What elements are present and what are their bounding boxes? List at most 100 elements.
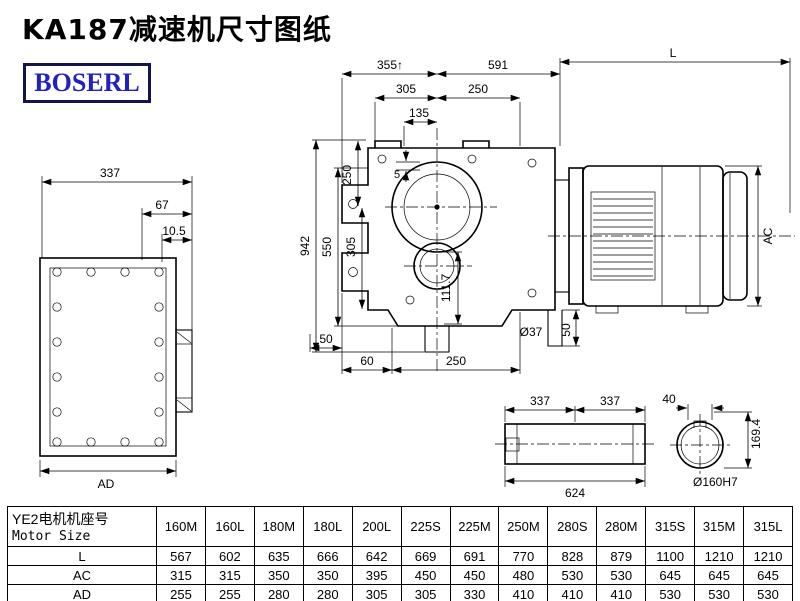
cell: 770 bbox=[498, 546, 549, 566]
cell: 645 bbox=[743, 565, 793, 585]
row-label-ad: AD bbox=[7, 584, 157, 601]
gearbox-dimensions: 355↑ 591 305 250 135 942 550 250 305 bbox=[298, 58, 580, 374]
cell: 1100 bbox=[645, 546, 696, 566]
dim-355: 355↑ bbox=[377, 58, 403, 72]
col-header-315s: 315S bbox=[645, 506, 696, 547]
col-header-180l: 180L bbox=[302, 506, 353, 547]
flange-view bbox=[39, 257, 193, 457]
cell: 530 bbox=[743, 584, 793, 601]
page-title: KA187减速机尺寸图纸 bbox=[22, 13, 332, 46]
dim-169-4: 169.4 bbox=[749, 419, 763, 449]
cell: 642 bbox=[351, 546, 402, 566]
col-header-225m: 225M bbox=[449, 506, 500, 547]
dim-phi160h7: Ø160H7 bbox=[693, 475, 738, 489]
cell: 410 bbox=[547, 584, 598, 601]
table-row-ad: AD 255 255 280 280 305 305 330 410 410 4… bbox=[7, 584, 793, 601]
cell: 350 bbox=[302, 565, 353, 585]
cell: 828 bbox=[547, 546, 598, 566]
cell: 666 bbox=[302, 546, 353, 566]
cell: 280 bbox=[302, 584, 353, 601]
dim-135: 135 bbox=[409, 106, 429, 120]
cell: 530 bbox=[694, 584, 745, 601]
motor-size-table: YE2电机机座号 Motor Size 160M 160L 180M 180L … bbox=[7, 506, 793, 601]
cell: 669 bbox=[400, 546, 451, 566]
col-header-160m: 160M bbox=[156, 506, 206, 547]
cell: 255 bbox=[156, 584, 206, 601]
cell: 305 bbox=[351, 584, 402, 601]
cell: 410 bbox=[596, 584, 647, 601]
dim-305-left: 305 bbox=[344, 237, 358, 257]
dim-10-5: 10.5 bbox=[162, 224, 186, 238]
dim-5: 5 bbox=[394, 169, 400, 181]
cell: 480 bbox=[498, 565, 549, 585]
cell: 645 bbox=[645, 565, 696, 585]
boserl-logo: BOSERL bbox=[23, 63, 151, 103]
table-header-row: YE2电机机座号 Motor Size 160M 160L 180M 180L … bbox=[7, 506, 793, 547]
cell: 305 bbox=[400, 584, 451, 601]
dim-250-bottom: 250 bbox=[446, 354, 466, 368]
table-header-motor-size: YE2电机机座号 Motor Size bbox=[7, 506, 157, 547]
flange-dimensions: 337 67 10.5 AD bbox=[39, 166, 193, 491]
table-header-en: Motor Size bbox=[12, 529, 91, 544]
dim-111-7: 111.7 bbox=[439, 274, 453, 303]
col-header-280s: 280S bbox=[547, 506, 598, 547]
cell: 1210 bbox=[743, 546, 793, 566]
col-header-180m: 180M bbox=[253, 506, 304, 547]
dim-50-right: 50 bbox=[559, 323, 573, 337]
cell: 567 bbox=[156, 546, 206, 566]
shaft-end-view: 40 169.4 Ø160H7 bbox=[662, 392, 763, 489]
col-header-200l: 200L bbox=[351, 506, 402, 547]
dim-250-left: 250 bbox=[340, 165, 354, 185]
col-header-225s: 225S bbox=[400, 506, 451, 547]
cell: 280 bbox=[253, 584, 304, 601]
cell: 530 bbox=[596, 565, 647, 585]
dim-337b: 337 bbox=[600, 394, 620, 408]
cell: 645 bbox=[694, 565, 745, 585]
cell: 330 bbox=[449, 584, 500, 601]
dim-250-top: 250 bbox=[468, 82, 488, 96]
row-label-l: L bbox=[7, 546, 157, 566]
cell: 879 bbox=[596, 546, 647, 566]
row-label-ac: AC bbox=[7, 565, 157, 585]
cell: 395 bbox=[351, 565, 402, 585]
cell: 530 bbox=[547, 565, 598, 585]
cell: 315 bbox=[204, 565, 255, 585]
dim-305-top: 305 bbox=[396, 82, 416, 96]
dim-phi37: Ø37 bbox=[520, 325, 543, 339]
col-header-250m: 250M bbox=[498, 506, 549, 547]
dim-ad: AD bbox=[98, 477, 115, 491]
dim-40: 40 bbox=[662, 392, 676, 406]
dim-60: 60 bbox=[360, 354, 374, 368]
technical-drawing: 337 67 10.5 AD bbox=[39, 46, 795, 500]
table-row-l: L 567 602 635 666 642 669 691 770 828 87… bbox=[7, 546, 793, 566]
dim-67: 67 bbox=[155, 198, 169, 212]
cell: 530 bbox=[645, 584, 696, 601]
dim-ac: AC bbox=[761, 227, 775, 244]
col-header-280m: 280M bbox=[596, 506, 647, 547]
dim-337a: 337 bbox=[530, 394, 550, 408]
cell: 350 bbox=[253, 565, 304, 585]
shaft-side-view: 337 337 624 bbox=[495, 394, 657, 500]
dim-591: 591 bbox=[488, 58, 508, 72]
cell: 602 bbox=[204, 546, 255, 566]
dim-624: 624 bbox=[565, 486, 585, 500]
dim-L: L bbox=[670, 46, 677, 60]
cell: 315 bbox=[156, 565, 206, 585]
cell: 450 bbox=[400, 565, 451, 585]
motor-dimensions: L AC bbox=[560, 46, 791, 307]
table-header-cn: YE2电机机座号 bbox=[12, 511, 109, 527]
dim-942: 942 bbox=[298, 236, 312, 256]
cell: 255 bbox=[204, 584, 255, 601]
col-header-315m: 315M bbox=[694, 506, 745, 547]
cell: 691 bbox=[449, 546, 500, 566]
dim-550: 550 bbox=[320, 237, 334, 257]
dim-50-left: 50 bbox=[319, 332, 333, 346]
cell: 410 bbox=[498, 584, 549, 601]
cell: 450 bbox=[449, 565, 500, 585]
table-row-ac: AC 315 315 350 350 395 450 450 480 530 5… bbox=[7, 565, 793, 585]
motor-view bbox=[548, 165, 795, 314]
cell: 635 bbox=[253, 546, 304, 566]
col-header-160l: 160L bbox=[204, 506, 255, 547]
cell: 1210 bbox=[694, 546, 745, 566]
